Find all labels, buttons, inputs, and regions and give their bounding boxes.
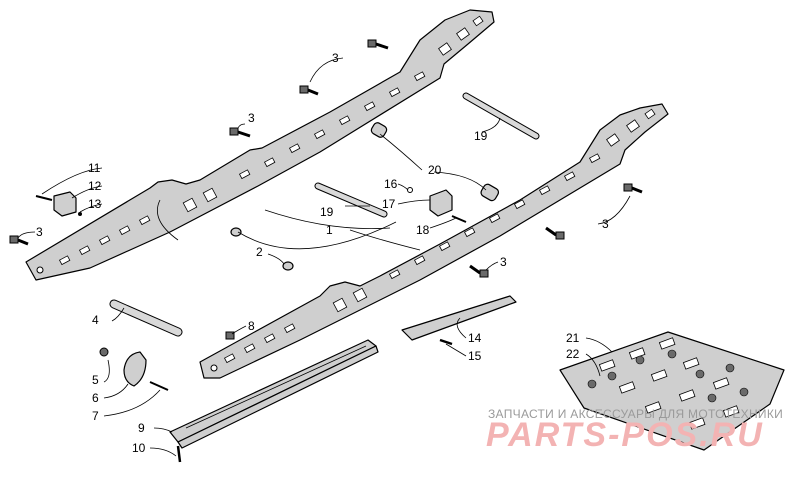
callout-10: 10 xyxy=(132,441,146,455)
callout-22: 22 xyxy=(566,347,580,361)
callout-14: 14 xyxy=(468,331,482,345)
bolt-mid-left xyxy=(299,85,319,96)
washer-lower xyxy=(282,261,294,271)
callout-3: 3 xyxy=(602,217,609,231)
bolt-right xyxy=(623,183,643,194)
callout-12: 12 xyxy=(88,179,102,193)
callout-21: 21 xyxy=(566,331,580,345)
front-rail xyxy=(199,103,669,379)
callout-17: 17 xyxy=(382,197,396,211)
callout-20: 20 xyxy=(428,163,442,177)
callout-13: 13 xyxy=(88,197,102,211)
callout-3: 3 xyxy=(248,111,255,125)
rear-rail xyxy=(25,9,495,281)
bolt-center xyxy=(469,264,489,278)
callout-6: 6 xyxy=(92,391,99,405)
callout-7: 7 xyxy=(92,409,99,423)
callout-15: 15 xyxy=(468,349,482,363)
bushing-upper xyxy=(370,122,388,138)
slide-screw xyxy=(176,445,182,463)
hyfax-slide xyxy=(169,339,379,449)
callout-9: 9 xyxy=(138,421,145,435)
bracket-block-2 xyxy=(407,187,467,223)
idler-wheel xyxy=(99,347,169,391)
bracket-block xyxy=(35,191,82,217)
callout-19: 19 xyxy=(474,129,488,143)
nut xyxy=(225,331,235,340)
callout-4: 4 xyxy=(92,313,99,327)
bolt-right-lower xyxy=(545,226,565,240)
callout-1: 1 xyxy=(326,223,333,237)
cross-shaft-mid xyxy=(314,182,388,218)
bolt-left-upper xyxy=(229,127,251,138)
callout-8: 8 xyxy=(248,319,255,333)
bushing-lower xyxy=(480,183,500,202)
track-section xyxy=(559,331,785,451)
washer-upper xyxy=(230,227,242,237)
axle-shaft xyxy=(109,299,183,337)
guide-plate xyxy=(401,295,517,346)
leader-lines xyxy=(17,57,631,457)
callout-2: 2 xyxy=(256,245,263,259)
callout-labels: 3 3 3 3 3 2 1 19 19 20 16 17 18 11 12 13… xyxy=(36,51,609,455)
callout-16: 16 xyxy=(384,177,398,191)
callout-5: 5 xyxy=(92,373,99,387)
callout-3: 3 xyxy=(36,225,43,239)
callout-18: 18 xyxy=(416,223,430,237)
watermark-tagline: ЗАПЧАСТИ И АКСЕССУАРЫ ДЛЯ МОТОТЕХНИКИ xyxy=(488,407,783,421)
callout-3: 3 xyxy=(332,51,339,65)
bolt-upper xyxy=(367,39,389,50)
callout-11: 11 xyxy=(88,161,101,175)
watermark: ЗАПЧАСТИ И АКСЕССУАРЫ ДЛЯ МОТОТЕХНИКИ PA… xyxy=(486,407,783,454)
bolt-left-end xyxy=(9,235,29,246)
callout-19: 19 xyxy=(320,205,334,219)
cross-shaft-rear xyxy=(462,92,540,140)
callout-3: 3 xyxy=(500,255,507,269)
watermark-logo: PARTS-POS.RU xyxy=(486,416,764,454)
